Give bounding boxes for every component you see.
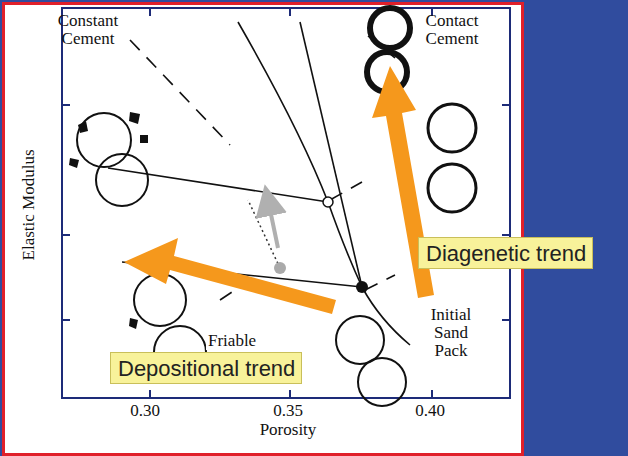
trend-label: Diagenetic trend	[426, 241, 585, 267]
tick-label: 0.30	[130, 402, 160, 420]
trend-label: Depositional trend	[118, 356, 294, 382]
tick-label: 0.40	[415, 402, 445, 420]
tick-label: 0.35	[273, 402, 303, 420]
model-label: Contact Cement	[412, 12, 492, 48]
grain-label: Initial Sand Pack	[418, 306, 484, 360]
axis-title: Elastic Modulus	[19, 150, 37, 261]
model-label: Constant Cement	[40, 12, 136, 48]
slide-frame	[2, 2, 524, 456]
grain-label: Friable	[206, 332, 258, 350]
axis-title: Porosity	[260, 421, 317, 439]
trend-label-box: Depositional trend	[110, 352, 302, 384]
trend-label-box: Diagenetic trend	[418, 237, 593, 269]
